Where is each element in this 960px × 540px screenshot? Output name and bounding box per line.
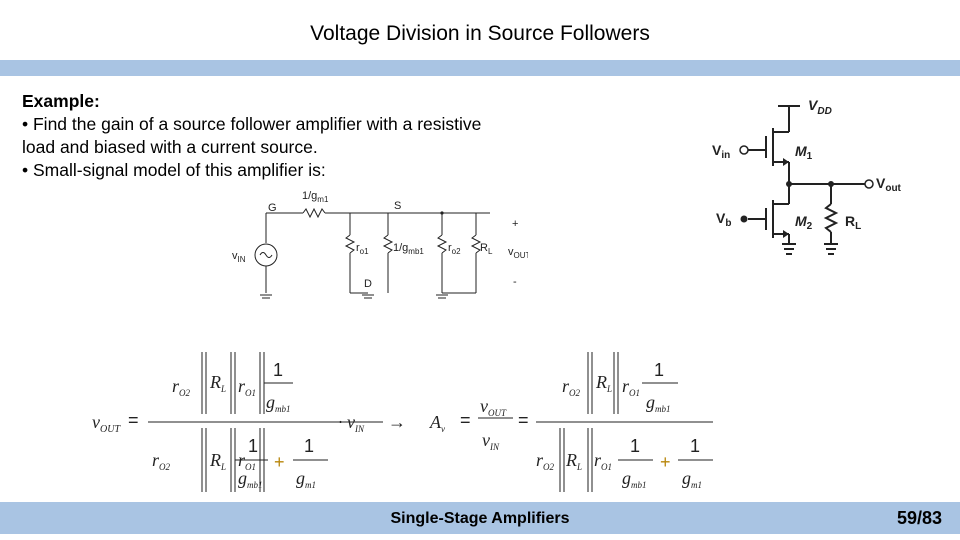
vb-label: Vb bbox=[716, 210, 731, 229]
r-num-ro1: rO1 bbox=[622, 376, 640, 398]
num-one: 1 bbox=[273, 360, 283, 380]
vout-lhs: vOUT bbox=[92, 412, 121, 435]
vin-label: vIN bbox=[232, 250, 246, 264]
m1-label: M1 bbox=[795, 143, 813, 162]
den-ro1: rO1 bbox=[238, 450, 256, 472]
rl-circuit-label: RL bbox=[845, 213, 861, 232]
vout-label: vOUT bbox=[508, 246, 528, 260]
den-gmb1: gmb1 bbox=[238, 468, 263, 490]
av-den-vin: vIN bbox=[482, 430, 500, 452]
vout-minus: - bbox=[513, 276, 517, 288]
source-follower-circuit: VDD Vin M1 Vout Vb M2 RL bbox=[712, 97, 902, 255]
gain-equations: vOUT = rO2 RL rO1 1 gmb1 · vIN rO2 RL rO… bbox=[92, 352, 713, 492]
gm1-label: 1/gm1 bbox=[302, 190, 329, 204]
vout-plus: + bbox=[512, 218, 518, 230]
ro2-label: ro2 bbox=[448, 242, 461, 256]
r-den-gmb1: gmb1 bbox=[622, 468, 647, 490]
vin-terminal-label: Vin bbox=[712, 142, 730, 161]
bullet-line-3: • Small-signal model of this amplifier i… bbox=[22, 160, 326, 180]
den-one-b: 1 bbox=[304, 436, 314, 456]
ro1-label: ro1 bbox=[356, 242, 369, 256]
num-rl: RL bbox=[209, 372, 226, 394]
bullet-line-2: load and biased with a current source. bbox=[22, 137, 318, 157]
num-ro1: rO1 bbox=[238, 376, 256, 398]
r-den-one-b: 1 bbox=[690, 436, 700, 456]
r-num-one: 1 bbox=[654, 360, 664, 380]
footer-bar: Single-Stage Amplifiers 59/83 bbox=[0, 502, 960, 534]
example-text: Example: • Find the gain of a source fol… bbox=[22, 90, 582, 182]
d-node-label: D bbox=[364, 278, 372, 290]
vdd-label: VDD bbox=[808, 97, 832, 117]
r-den-one-a: 1 bbox=[630, 436, 640, 456]
num-ro2: rO2 bbox=[172, 376, 191, 398]
gmb1-label: 1/gmb1 bbox=[393, 242, 424, 256]
equals-2: = bbox=[460, 410, 471, 430]
example-label: Example: bbox=[22, 91, 100, 111]
den-gm1: gm1 bbox=[296, 468, 316, 490]
arrow: → bbox=[388, 412, 406, 432]
rl-label: RL bbox=[480, 242, 493, 256]
slide-title: Voltage Division in Source Followers bbox=[310, 22, 650, 45]
den-plus: + bbox=[274, 452, 285, 472]
bullet-line-1: • Find the gain of a source follower amp… bbox=[22, 114, 482, 134]
footer-title: Single-Stage Amplifiers bbox=[390, 510, 570, 527]
vout-terminal-label: Vout bbox=[876, 175, 902, 194]
r-num-rl: RL bbox=[595, 372, 612, 394]
r-den-rl: RL bbox=[565, 450, 582, 472]
small-signal-model: G 1/gm1 S vIN ro1 1/gmb1 ro2 RL D vOUT +… bbox=[232, 190, 528, 299]
den-rl: RL bbox=[209, 450, 226, 472]
r-den-gm1: gm1 bbox=[682, 468, 702, 490]
r-den-plus: + bbox=[660, 452, 671, 472]
num-gmb1: gmb1 bbox=[266, 392, 291, 414]
equals-1: = bbox=[128, 410, 139, 430]
dot-vin: · vIN bbox=[338, 412, 365, 434]
r-num-gmb1: gmb1 bbox=[646, 392, 671, 414]
r-den-ro2: rO2 bbox=[536, 450, 555, 472]
r-den-ro1: rO1 bbox=[594, 450, 612, 472]
av-num-vout: vOUT bbox=[480, 396, 507, 418]
den-ro2: rO2 bbox=[152, 450, 171, 472]
den-one-a: 1 bbox=[248, 436, 258, 456]
av-lhs: Av bbox=[429, 412, 445, 434]
page-number: 59/83 bbox=[896, 508, 942, 528]
header-bar bbox=[0, 60, 960, 76]
r-num-ro2: rO2 bbox=[562, 376, 581, 398]
s-node-label: S bbox=[394, 200, 401, 212]
g-node-label: G bbox=[268, 202, 277, 214]
equals-3: = bbox=[518, 410, 529, 430]
m2-label: M2 bbox=[795, 213, 813, 232]
